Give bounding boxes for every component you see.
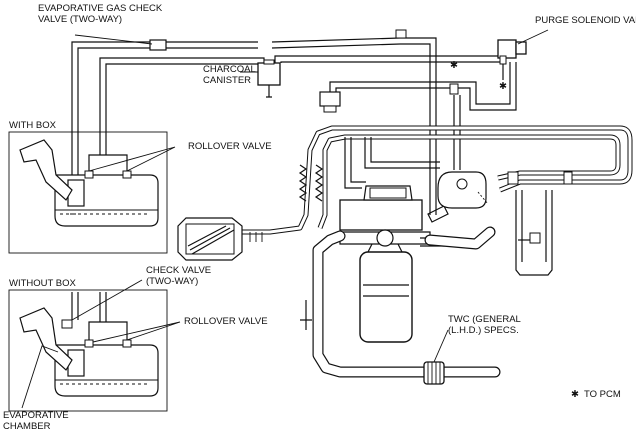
vacuum-component xyxy=(319,91,341,113)
leader-twc xyxy=(433,329,449,363)
label-check-valve-line2: (TWO-WAY) xyxy=(146,276,199,287)
intake-duct xyxy=(238,125,633,235)
pcm-marker-top: ✱ xyxy=(450,60,458,71)
label-twc-line2: (L.H.D.) SPECS. xyxy=(448,325,519,336)
label-check-valve: CHECK VALVE (TWO-WAY) xyxy=(146,265,211,287)
pcm-marker-right: ✱ xyxy=(499,81,507,92)
label-purge-solenoid-valve: PURGE SOLENOID VALVE xyxy=(535,15,636,26)
charcoal-canister xyxy=(257,59,281,98)
label-twc-line1: TWC (GENERAL xyxy=(448,314,521,325)
label-evaporative-chamber-line1: EVAPORATIVE xyxy=(3,410,69,421)
label-evaporative-chamber: EVAPORATIVE CHAMBER xyxy=(3,410,69,432)
twc-catalyst xyxy=(423,361,445,385)
exhaust-pipe xyxy=(312,226,501,378)
label-evap-gas-check-valve-line1: EVAPORATIVE GAS CHECK xyxy=(38,3,163,14)
pcm-marker-legend: ✱ xyxy=(571,389,579,400)
rollover-valve-a xyxy=(84,170,94,179)
label-with-box: WITH BOX xyxy=(9,120,56,131)
label-charcoal-canister: CHARCOAL CANISTER xyxy=(203,64,256,86)
label-evap-gas-check-valve-line2: VALVE (TWO-WAY) xyxy=(38,14,123,25)
label-rollover-valve-2: ROLLOVER VALVE xyxy=(184,316,268,327)
without-box-frame xyxy=(8,289,168,412)
leader-purge xyxy=(517,29,549,45)
rollover-valve-c xyxy=(84,339,94,348)
fuel-tank-with-box xyxy=(19,139,159,227)
check-valve-two-way xyxy=(61,319,73,329)
label-evap-gas-check-valve: EVAPORATIVE GAS CHECK VALVE (TWO-WAY) xyxy=(38,3,162,25)
fuel-tank-without-box xyxy=(19,292,159,397)
label-twc: TWC (GENERAL (L.H.D.) SPECS. xyxy=(448,314,521,336)
resonator xyxy=(515,190,553,276)
with-box-frame xyxy=(8,131,168,254)
sensor-small xyxy=(449,83,459,95)
label-charcoal-canister-line2: CANISTER xyxy=(203,75,252,86)
label-evaporative-chamber-line2: CHAMBER xyxy=(3,421,51,432)
engine-assembly xyxy=(339,171,487,343)
leader-rollover-1 xyxy=(88,146,176,172)
label-without-box: WITHOUT BOX xyxy=(9,278,76,289)
label-check-valve-line1: CHECK VALVE xyxy=(146,265,212,276)
label-charcoal-canister-line1: CHARCOAL xyxy=(203,64,256,75)
air-cleaner xyxy=(177,217,263,261)
rollover-valve-d xyxy=(122,339,132,348)
purge-solenoid-valve xyxy=(497,39,527,80)
label-to-pcm: TO PCM xyxy=(584,389,621,400)
leader-rollover-2 xyxy=(92,321,181,343)
leader-evap-chamber xyxy=(21,345,59,409)
rollover-valve-b xyxy=(122,170,132,179)
label-rollover-valve-1: ROLLOVER VALVE xyxy=(188,141,272,152)
inline-valve xyxy=(395,29,407,39)
leader-check-valve xyxy=(71,279,143,321)
evap-gas-check-valve xyxy=(149,39,167,51)
leader-evap-check xyxy=(74,34,153,45)
